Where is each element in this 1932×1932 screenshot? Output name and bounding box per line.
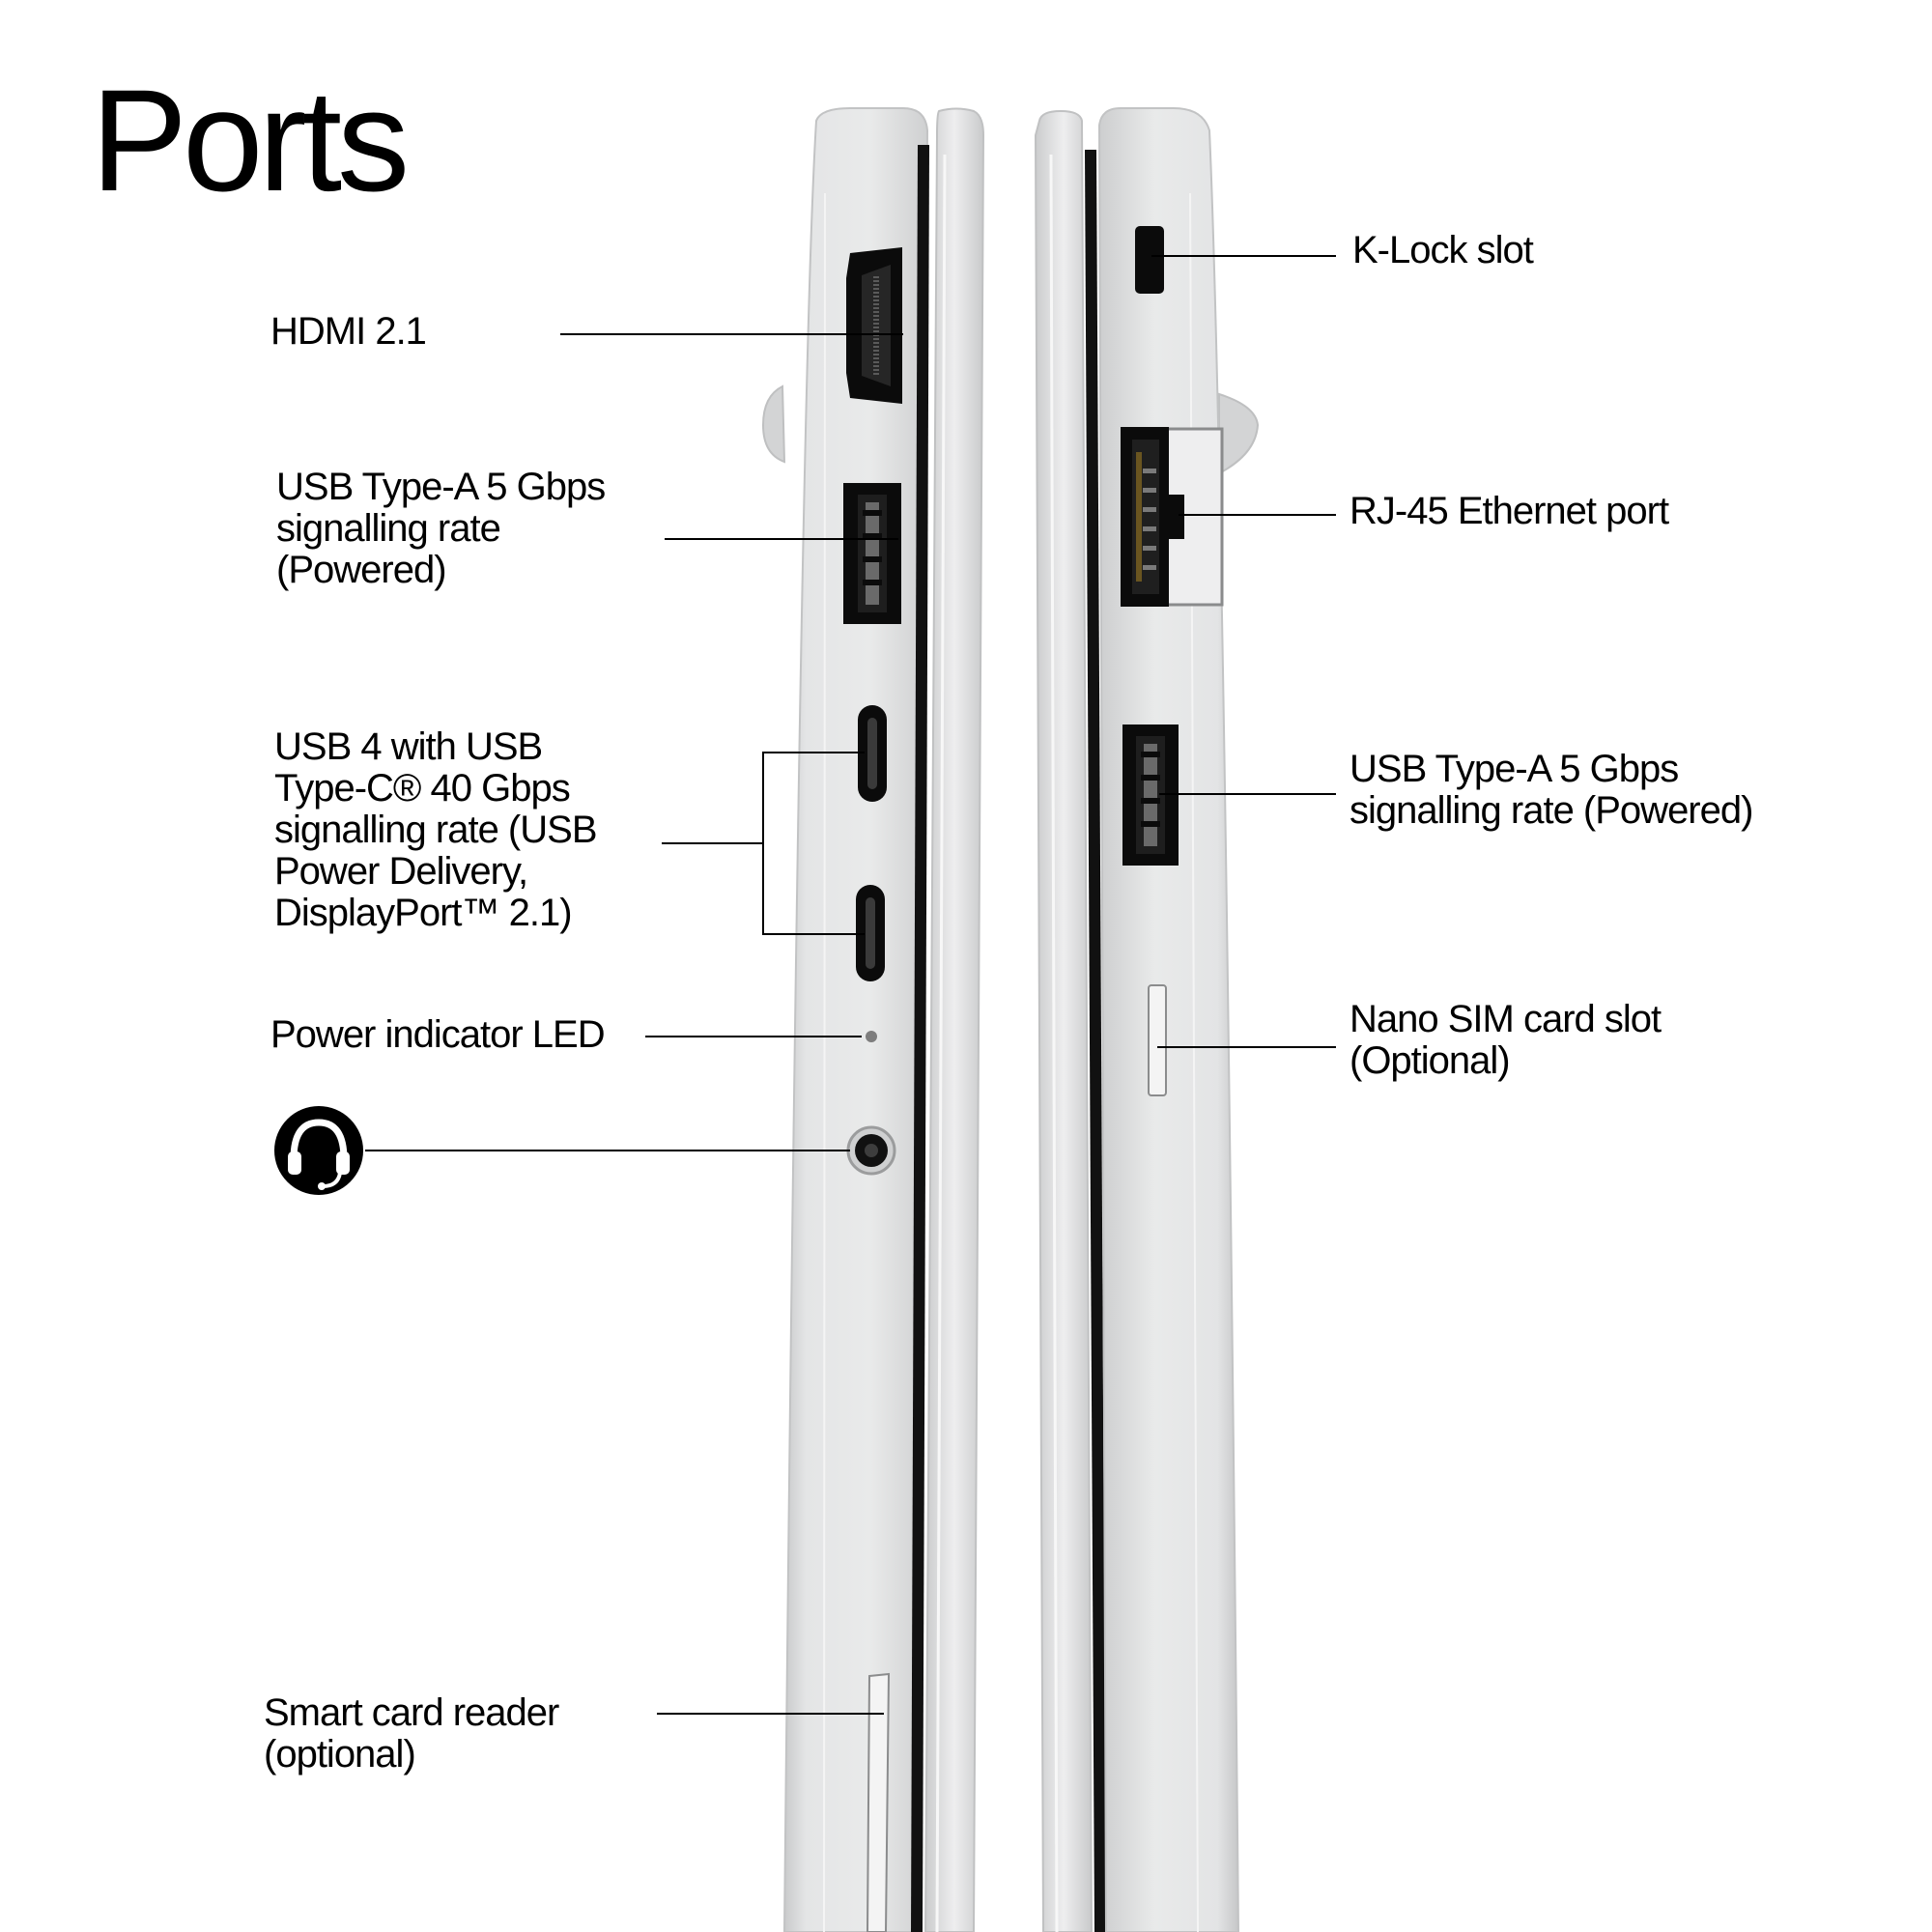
power-led [866, 1031, 877, 1042]
right-gap [1085, 150, 1106, 1932]
label-nano-sim: Nano SIM card slot (Optional) [1350, 998, 1662, 1082]
right-lid [1034, 109, 1094, 1932]
label-usb-a-right: USB Type-A 5 Gbps signalling rate (Power… [1350, 748, 1753, 832]
k-lock-slot [1135, 226, 1164, 294]
right-base-body [1097, 107, 1240, 1932]
hinge-bump-left [761, 384, 786, 464]
left-laptop [761, 107, 985, 1932]
leader-usb4-bracket [762, 752, 865, 935]
label-hdmi: HDMI 2.1 [270, 310, 427, 353]
label-rj45: RJ-45 Ethernet port [1350, 490, 1669, 532]
left-gap [911, 145, 929, 1932]
nano-sim-slot [1148, 984, 1167, 1096]
usb-a-port-right [1122, 724, 1179, 866]
hdmi-port [846, 247, 902, 404]
label-smart-card: Smart card reader (optional) [264, 1691, 559, 1776]
hinge-bump-right [1218, 392, 1260, 475]
headset-icon [274, 1106, 363, 1195]
left-lid [923, 107, 985, 1932]
page-title: Ports [91, 59, 410, 221]
label-k-lock: K-Lock slot [1352, 229, 1534, 271]
right-laptop [1034, 107, 1260, 1932]
label-power-led: Power indicator LED [270, 1013, 606, 1056]
label-usb-a-left: USB Type-A 5 Gbps signalling rate (Power… [276, 466, 606, 591]
smart-card-slot [866, 1672, 891, 1932]
usb-a-port-left [843, 483, 901, 624]
rj45-port [1121, 427, 1224, 607]
usb-c-port-2 [856, 885, 885, 981]
usb-c-port-1 [858, 705, 887, 802]
label-usb4: USB 4 with USB Type-C® 40 Gbps signallin… [274, 725, 597, 934]
audio-jack [846, 1125, 896, 1176]
